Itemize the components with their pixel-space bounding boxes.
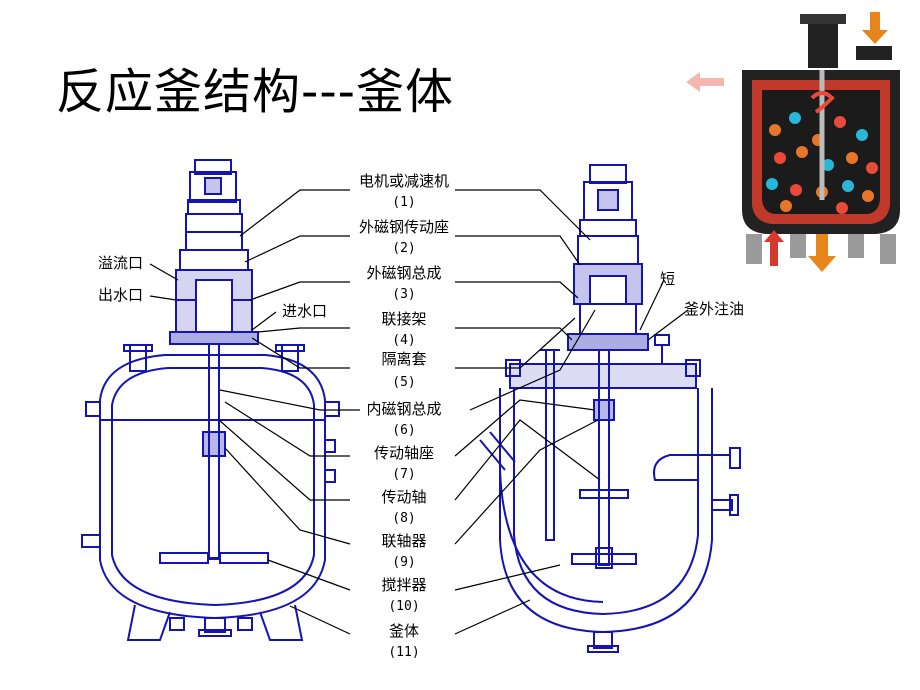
inlet-arrow bbox=[870, 12, 880, 30]
label-agitator: 搅拌器 bbox=[381, 576, 426, 594]
label-isolation-sleeve: 隔离套 bbox=[381, 350, 426, 368]
label-outer-magnet-seat: 外磁钢传动座 bbox=[359, 218, 449, 236]
label-inner-magnet-assembly: 内磁钢总成 bbox=[366, 400, 441, 418]
label-coupling-num: (9) bbox=[392, 555, 415, 570]
label-outer-magnet-assembly: 外磁钢总成 bbox=[366, 264, 441, 282]
label-outer-magnet-seat-num: (2) bbox=[392, 241, 415, 256]
slide-title: 反应釜结构---釜体 bbox=[56, 64, 454, 120]
label-motor-num: (1) bbox=[392, 195, 415, 210]
label-drive-shaft-num: (8) bbox=[392, 511, 415, 526]
label-connector-frame: 联接架 bbox=[381, 310, 426, 328]
leader-lines bbox=[149, 189, 689, 635]
cutaway-illustration bbox=[686, 12, 900, 272]
label-isolation-sleeve-num: (5) bbox=[392, 375, 415, 390]
right-reactor-drawing bbox=[479, 164, 741, 653]
part-labels: 电机或减速机 (1) 外磁钢传动座 (2) 外磁钢总成 (3) 联接架 (4) … bbox=[359, 172, 449, 660]
label-drive-shaft: 传动轴 bbox=[381, 488, 426, 506]
label-water-outlet: 出水口 bbox=[98, 286, 143, 304]
label-vessel-body: 釜体 bbox=[389, 622, 419, 640]
left-reactor-drawing bbox=[81, 159, 340, 641]
label-shaft-seat-num: (7) bbox=[392, 467, 415, 482]
particle-balls bbox=[766, 112, 878, 214]
label-agitator-num: (10) bbox=[388, 599, 419, 614]
label-motor: 电机或减速机 bbox=[359, 172, 449, 190]
label-overflow-port: 溢流口 bbox=[98, 254, 143, 272]
label-vessel-body-num: (11) bbox=[388, 645, 419, 660]
label-connector-frame-num: (4) bbox=[392, 333, 415, 348]
label-inner-magnet-assembly-num: (6) bbox=[392, 423, 415, 438]
label-water-inlet: 进水口 bbox=[282, 302, 327, 320]
side-labels: 溢流口 出水口 进水口 短 釜外注油 bbox=[98, 254, 744, 320]
overflow-arrow bbox=[700, 78, 724, 86]
label-short: 短 bbox=[660, 270, 675, 288]
label-external-oil: 釜外注油 bbox=[684, 300, 744, 318]
label-outer-magnet-assembly-num: (3) bbox=[392, 287, 415, 302]
label-coupling: 联轴器 bbox=[381, 532, 426, 550]
label-shaft-seat: 传动轴座 bbox=[374, 444, 434, 462]
